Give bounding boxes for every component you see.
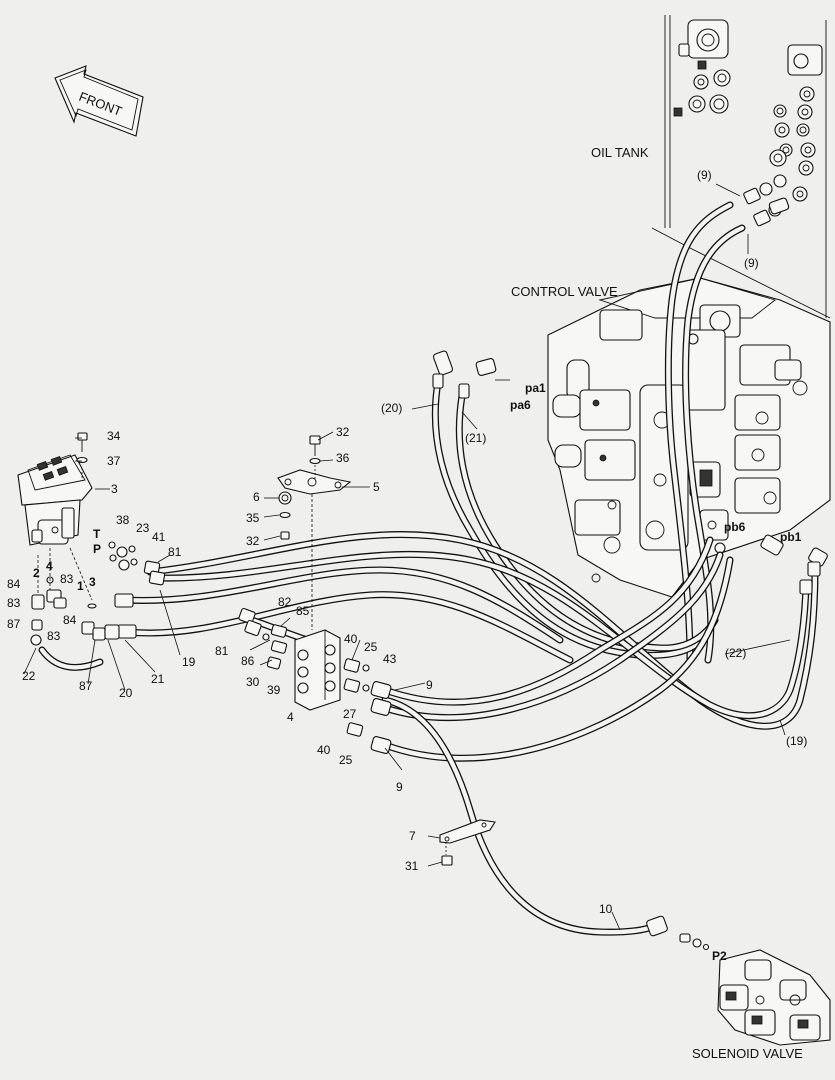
callout-1: 1 xyxy=(77,579,84,593)
callout-9-mid: (9) xyxy=(744,256,759,270)
callout-20: (20) xyxy=(381,401,402,415)
callout-2: 2 xyxy=(33,566,40,580)
callout-9-top: (9) xyxy=(697,168,712,182)
callout-40a: 40 xyxy=(344,632,358,646)
port-pb1: pb1 xyxy=(780,530,802,544)
callout-21: (21) xyxy=(465,431,486,445)
callout-labels: (9) (9) pa1 pa6 (20) (21) pb6 pb1 (22) (… xyxy=(7,168,807,1061)
port-p2: P2 xyxy=(712,949,727,963)
solenoid-valve-label: SOLENOID VALVE xyxy=(692,1046,803,1061)
callout-35: 35 xyxy=(246,511,260,525)
callout-9a: 9 xyxy=(426,678,433,692)
callout-9b: 9 xyxy=(396,780,403,794)
callout-83a: 83 xyxy=(60,572,74,586)
callout-25b: 25 xyxy=(339,753,353,767)
callout-38: 38 xyxy=(116,513,130,527)
callout-3: 3 xyxy=(111,482,118,496)
callout-81b: 81 xyxy=(215,644,229,658)
callout-6: 6 xyxy=(253,490,260,504)
pilot-valve-fittings xyxy=(30,541,138,646)
control-valve-label: CONTROL VALVE xyxy=(511,284,618,299)
callout-10: 10 xyxy=(599,902,613,916)
hoses xyxy=(38,201,819,936)
solenoid-valve xyxy=(679,933,831,1046)
callout-83c: 83 xyxy=(47,629,61,643)
callout-87b: 87 xyxy=(79,679,93,693)
oil-tank-label: OIL TANK xyxy=(591,145,649,160)
callout-20: 20 xyxy=(119,686,133,700)
callout-4: 4 xyxy=(46,559,53,573)
junction-block xyxy=(262,624,370,737)
callout-41: 41 xyxy=(152,530,166,544)
callout-83b: 83 xyxy=(7,596,21,610)
hose-fittings xyxy=(114,187,828,937)
port-t: T xyxy=(93,527,101,541)
callout-3b: 3 xyxy=(89,575,96,589)
callout-37: 37 xyxy=(107,454,121,468)
callout-27: 27 xyxy=(343,707,357,721)
leader-lines xyxy=(23,183,791,931)
callout-25a: 25 xyxy=(364,640,378,654)
callout-32a: 32 xyxy=(336,425,350,439)
callout-32b: 32 xyxy=(246,534,260,548)
clamp-bracket xyxy=(439,819,496,866)
callout-39: 39 xyxy=(267,683,281,697)
oil-tank: OIL TANK xyxy=(591,15,831,319)
callout-19: 19 xyxy=(182,655,196,669)
callout-34: 34 xyxy=(107,429,121,443)
callout-40b: 40 xyxy=(317,743,331,757)
callout-36: 36 xyxy=(336,451,350,465)
pilot-valve-assembly xyxy=(17,432,93,546)
port-pa1: pa1 xyxy=(525,381,546,395)
callout-85: 85 xyxy=(296,604,310,618)
callout-4b: 4 xyxy=(287,710,294,724)
callout-84b: 84 xyxy=(63,613,77,627)
callout-43: 43 xyxy=(383,652,397,666)
callout-7: 7 xyxy=(409,829,416,843)
callout-87a: 87 xyxy=(7,617,21,631)
callout-19: (19) xyxy=(786,734,807,748)
callout-21: 21 xyxy=(151,672,165,686)
callout-31: 31 xyxy=(405,859,419,873)
tank-fittings xyxy=(673,43,816,217)
callout-30: 30 xyxy=(246,675,260,689)
callout-22: (22) xyxy=(725,646,746,660)
port-p: P xyxy=(93,542,101,556)
callout-5: 5 xyxy=(373,480,380,494)
callout-23: 23 xyxy=(136,521,150,535)
bracket-assembly xyxy=(277,435,352,630)
port-pb6: pb6 xyxy=(724,520,746,534)
front-direction-arrow: FRONT xyxy=(54,65,144,137)
callout-86: 86 xyxy=(241,654,255,668)
port-pa6: pa6 xyxy=(510,398,531,412)
callout-84a: 84 xyxy=(7,577,21,591)
callout-82: 82 xyxy=(278,595,292,609)
callout-22: 22 xyxy=(22,669,36,683)
callout-81a: 81 xyxy=(168,545,182,559)
